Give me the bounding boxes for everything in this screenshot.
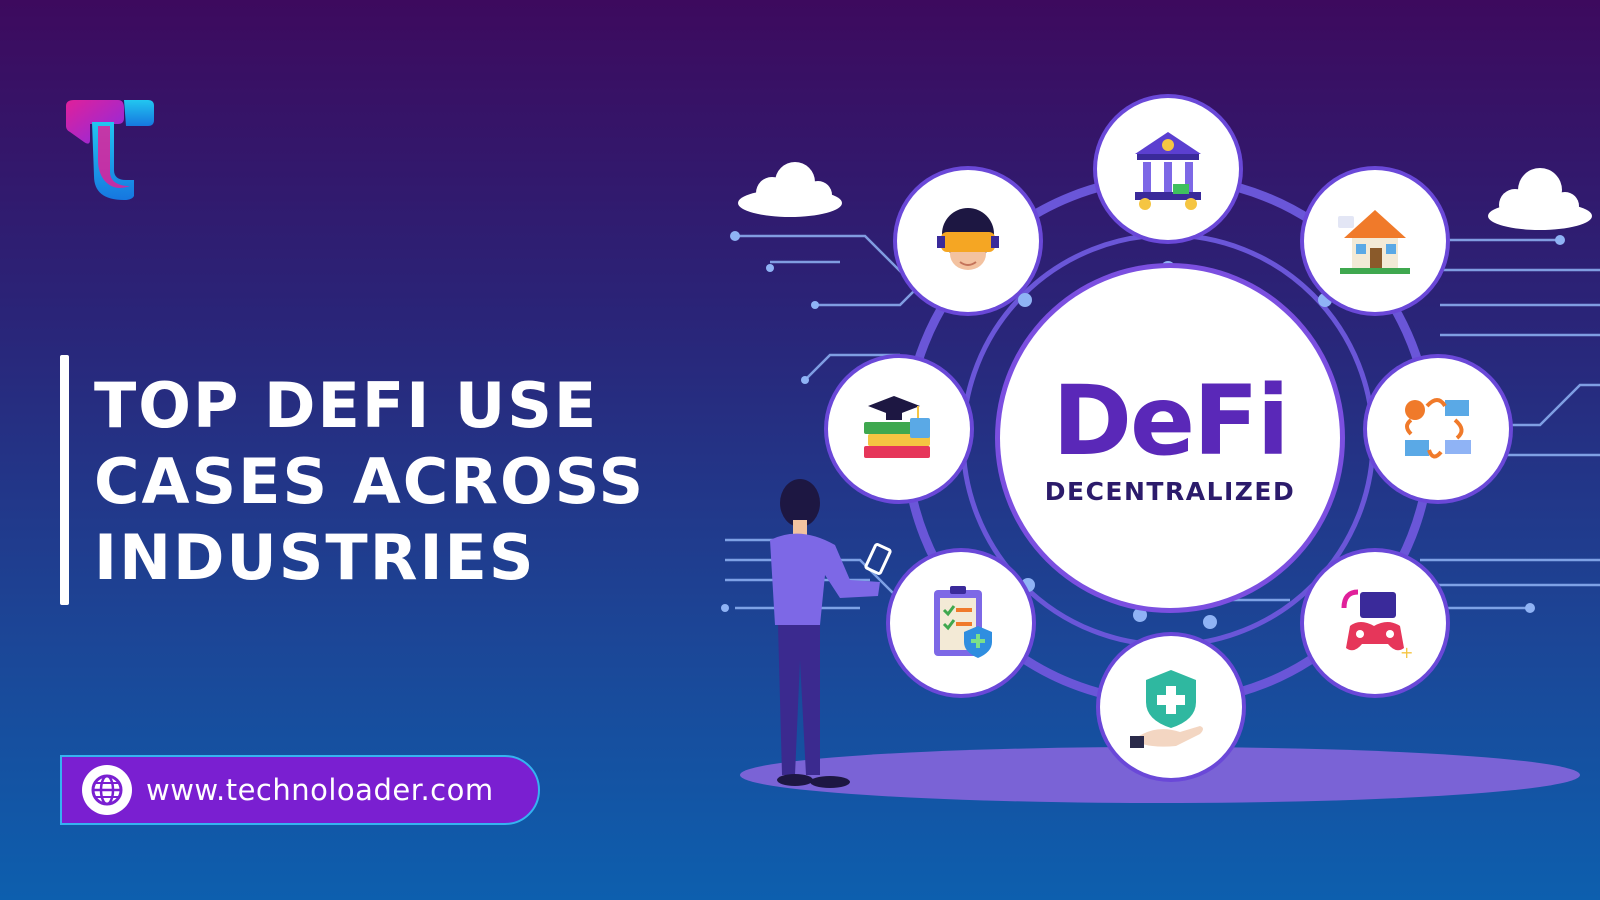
house-icon bbox=[1338, 210, 1410, 274]
bank-node bbox=[1097, 98, 1239, 240]
real-estate-node bbox=[1304, 170, 1446, 312]
globe-icon bbox=[82, 765, 132, 815]
website-link[interactable]: www.technoloader.com bbox=[60, 755, 540, 825]
headline-line-1: TOP DEFI USE bbox=[94, 369, 599, 442]
website-url[interactable]: www.technoloader.com bbox=[146, 773, 494, 807]
headline-accent-bar bbox=[60, 355, 69, 605]
healthcare-shield-icon bbox=[1130, 670, 1203, 748]
gaming-icon: + bbox=[1341, 589, 1413, 662]
gaming-node: + bbox=[1304, 552, 1446, 694]
defi-title: DeFi bbox=[1052, 364, 1289, 477]
supply-chain-node bbox=[1367, 358, 1509, 500]
headline-line-3: INDUSTRIES bbox=[94, 521, 536, 594]
bank-icon bbox=[1135, 132, 1201, 210]
vr-headset-icon bbox=[937, 208, 999, 270]
healthcare-node bbox=[1100, 636, 1242, 778]
headline: TOP DEFI USE CASES ACROSS INDUSTRIES bbox=[94, 368, 734, 596]
headline-line-2: CASES ACROSS bbox=[94, 445, 646, 518]
education-books-icon bbox=[864, 396, 930, 458]
insurance-node bbox=[890, 552, 1032, 694]
insurance-clipboard-icon bbox=[934, 586, 992, 658]
defi-subtitle: DECENTRALIZED bbox=[1044, 476, 1296, 506]
education-node bbox=[828, 358, 970, 500]
defi-center-badge: DeFi DECENTRALIZED bbox=[1000, 268, 1340, 608]
metaverse-node bbox=[897, 170, 1039, 312]
supply-chain-icon bbox=[1405, 398, 1471, 459]
technoloader-logo-icon bbox=[66, 100, 154, 200]
svg-text:+: + bbox=[1400, 643, 1413, 662]
